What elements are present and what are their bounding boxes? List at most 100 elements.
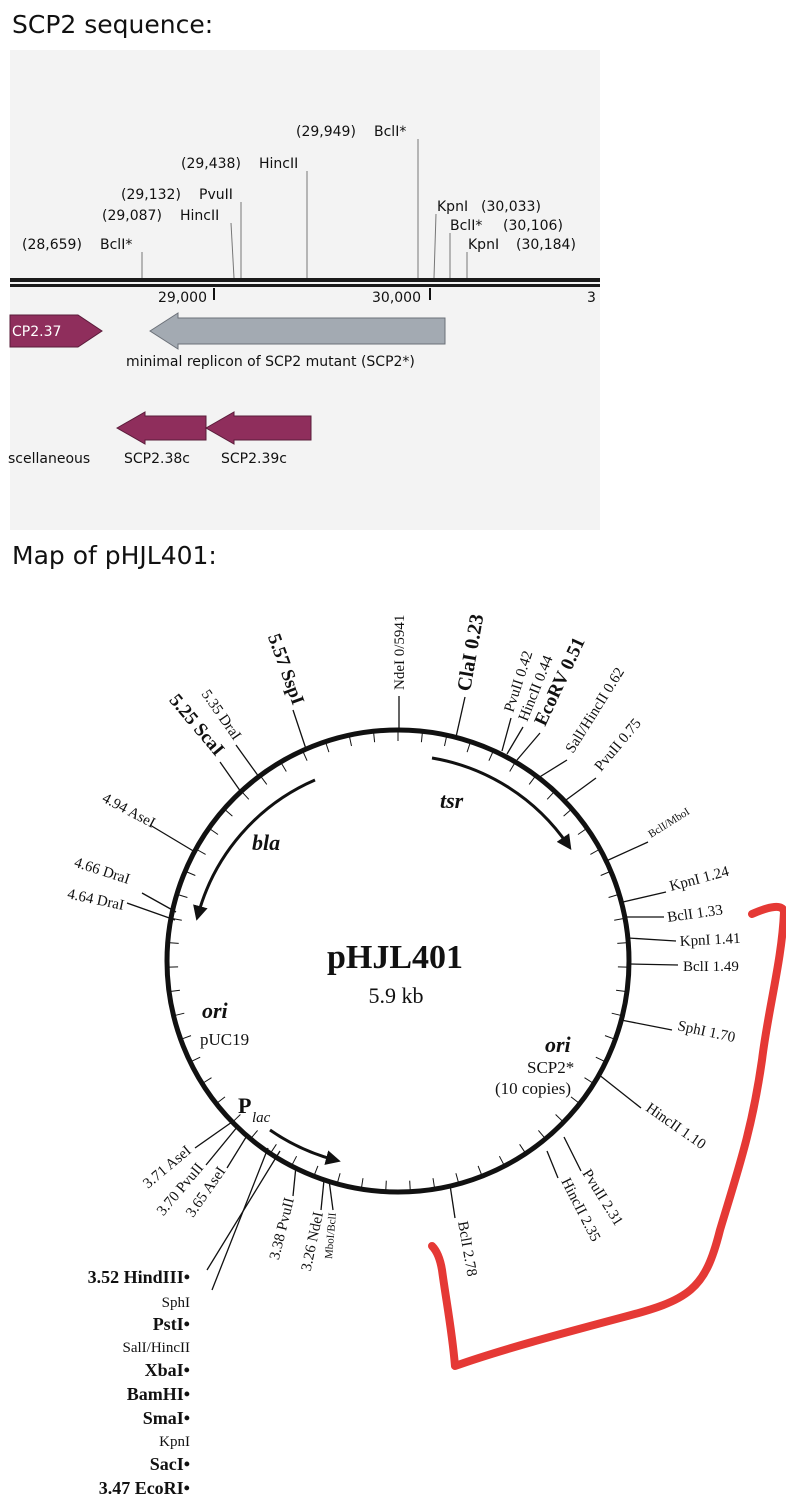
- site-line-hincii-29087: [230, 222, 235, 279]
- site-label-hincii-110: HincII 1.10: [643, 1100, 709, 1153]
- minor-tick: [197, 849, 206, 855]
- leader-bcli-mboi: [603, 841, 649, 863]
- minor-tick: [270, 1144, 277, 1153]
- leader-bcli-278: [449, 1184, 456, 1219]
- site-label-dral-464: 4.64 DraI: [66, 886, 126, 914]
- minor-tick: [617, 942, 627, 944]
- site-label-kpni-124: KpnI 1.24: [668, 864, 731, 895]
- minor-tick: [314, 1165, 319, 1175]
- minor-tick: [361, 1178, 364, 1188]
- leader-bcli-149: [629, 963, 679, 966]
- minor-tick: [590, 849, 599, 855]
- tsr-arrow: [431, 756, 572, 850]
- minor-tick: [420, 733, 423, 743]
- minor-tick: [466, 743, 471, 753]
- leader-dral-535: [235, 744, 260, 778]
- minor-tick: [281, 763, 287, 772]
- site-enzyme-pvuii-29132: PvuII: [199, 187, 233, 203]
- plasmid-name: pHJL401: [327, 939, 463, 976]
- minor-tick: [191, 1056, 201, 1062]
- site-enzyme-bcli-30106: BclI*: [450, 218, 482, 234]
- minor-tick: [444, 737, 447, 747]
- minor-tick: [528, 776, 535, 785]
- site-label-bcli-133: BclI 1.33: [666, 902, 724, 926]
- mcs-saci: SacI•: [150, 1454, 190, 1474]
- replicon-label: minimal replicon of SCP2 mutant (SCP2*): [126, 354, 415, 370]
- sequence-backbone-top: [10, 278, 600, 282]
- minor-tick: [519, 1144, 526, 1153]
- site-pos-kpni-30033: (30,033): [481, 199, 541, 215]
- minor-tick: [169, 942, 179, 944]
- site-enzyme-bcli-28659: BclI*: [100, 237, 132, 253]
- ori-puc19-label: ori: [202, 998, 229, 1023]
- leader-asei-494: [149, 824, 196, 853]
- leader-dral-464: [126, 902, 176, 921]
- ori-puc19-sub: pUC19: [200, 1030, 249, 1049]
- minor-tick: [172, 918, 182, 921]
- minor-tick: [251, 1130, 258, 1138]
- minor-tick: [349, 737, 352, 747]
- site-label-bcli-278: BclI 2.78: [454, 1220, 479, 1278]
- red-annotation-stroke: [428, 903, 786, 1370]
- leader-hincii-235: [546, 1150, 559, 1179]
- site-enzyme-hincii-29438: HincII: [259, 156, 298, 172]
- map-heading: Map of pHJL401:: [12, 541, 217, 570]
- minor-tick: [302, 752, 308, 761]
- minor-tick: [455, 1173, 459, 1183]
- site-line-kpni-30033: [433, 213, 437, 279]
- ori-scp2-sub2: (10 copies): [495, 1079, 571, 1098]
- minor-tick: [325, 743, 330, 753]
- leader-asei-371: [194, 1121, 233, 1149]
- minor-tick: [210, 828, 219, 835]
- minor-tick: [498, 1155, 505, 1165]
- plasmid-size: 5.9 kb: [369, 983, 424, 1008]
- ruler-label-next: 3: [587, 290, 596, 306]
- replicon-arrow: [149, 312, 446, 350]
- minor-tick: [563, 809, 571, 817]
- leader-kpni-141: [627, 937, 677, 942]
- bla-label: bla: [252, 830, 280, 855]
- site-pos-hincii-29087: (29,087): [102, 208, 162, 224]
- plac-label-main: P: [238, 1093, 251, 1118]
- minor-tick: [432, 1178, 435, 1188]
- minor-ticks: [169, 732, 627, 1190]
- leader-ndei-326: [320, 1179, 325, 1211]
- site-pos-bcli-28659: (28,659): [22, 237, 82, 253]
- minor-tick: [217, 1096, 226, 1103]
- leader-pvuii-338: [292, 1165, 297, 1197]
- leader-clai-023: [455, 696, 466, 738]
- minor-tick: [242, 792, 250, 800]
- site-label-ndei-326: 3.26 NdeI: [299, 1211, 327, 1273]
- minor-tick: [509, 763, 515, 772]
- site-label-sphi-170: SphI 1.70: [676, 1018, 736, 1046]
- mcs-hindiii: 3.52 HindIII•: [88, 1267, 190, 1287]
- minor-tick: [595, 1056, 605, 1062]
- minor-tick: [584, 1077, 593, 1083]
- site-pos-bcli-30106: (30,106): [503, 218, 563, 234]
- leader-dral-466: [141, 892, 177, 913]
- minor-tick: [608, 894, 618, 898]
- mcs-psti: PstI•: [153, 1314, 190, 1334]
- minor-tick: [555, 1114, 563, 1122]
- minor-tick: [616, 989, 626, 992]
- mcs-sphi: SphI: [162, 1295, 190, 1311]
- site-label-pvuii-338: 3.38 PvuII: [267, 1196, 298, 1261]
- site-label-bcli-149: BclI 1.49: [683, 959, 739, 975]
- minor-tick: [477, 1165, 482, 1175]
- sequence-heading: SCP2 sequence:: [12, 10, 214, 39]
- gene-arrow-scp2-37: [9, 314, 103, 348]
- site-pos-hincii-29438: (29,438): [181, 156, 241, 172]
- sequence-backbone-bottom: [10, 284, 600, 287]
- minor-tick: [182, 1035, 192, 1040]
- site-label-asei-494: 4.94 AseI: [99, 790, 157, 831]
- bla-arrow: [193, 778, 316, 921]
- mcs-smai: SmaI•: [143, 1408, 190, 1428]
- leader-sspi-557: [292, 709, 307, 750]
- leader-pvuii-075: [565, 777, 597, 801]
- site-label-ndei-0: NdeI 0/5941: [392, 615, 408, 690]
- tsr-label: tsr: [440, 788, 464, 813]
- minor-tick: [291, 1155, 298, 1165]
- minor-tick: [614, 918, 624, 921]
- plasmid-map: pHJL401 5.9 kb tsr bla P lac ori pUC19 o…: [66, 612, 786, 1498]
- minor-tick: [178, 894, 188, 898]
